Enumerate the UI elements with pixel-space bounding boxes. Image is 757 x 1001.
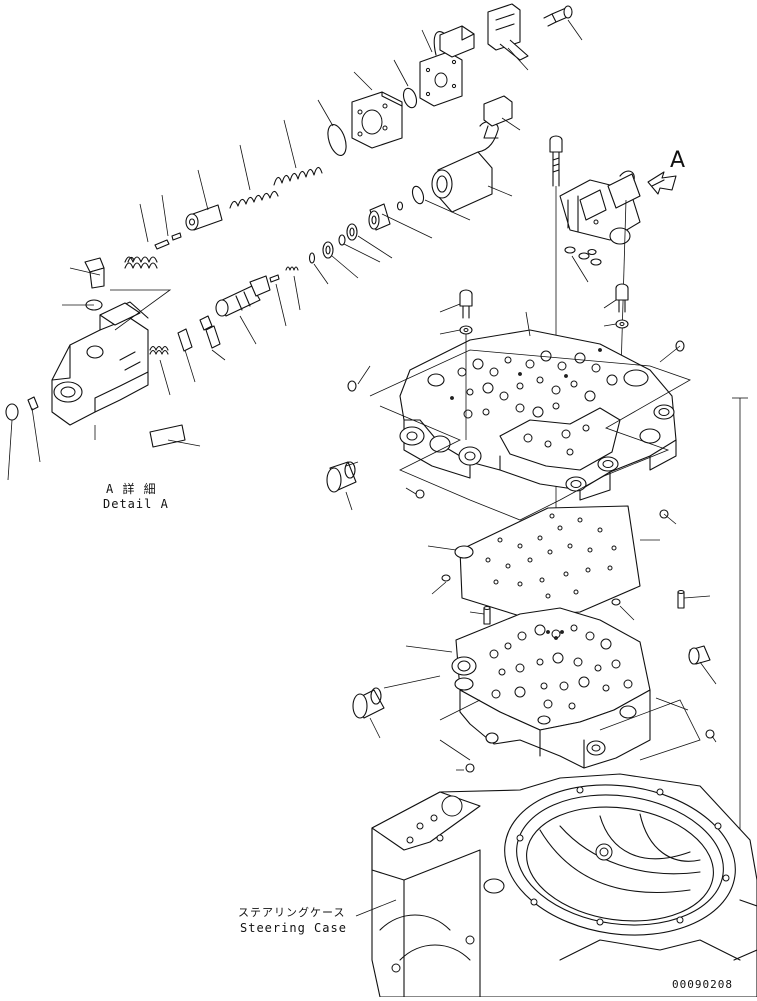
o-ring-small <box>402 87 418 109</box>
sleeve-spacer <box>346 223 358 241</box>
detail-a-end-plug <box>5 396 39 421</box>
lower-valve-body <box>439 607 701 769</box>
connector-top <box>433 25 475 58</box>
small-o-ring-2 <box>338 201 404 246</box>
detail-a-caption-jp: A 詳 細 <box>106 482 157 496</box>
dowel-pin-left <box>483 605 491 625</box>
lower-body-ports <box>489 624 633 710</box>
detail-a-small-spring <box>149 345 169 355</box>
steering-case-caption-en: Steering Case <box>240 921 347 935</box>
plate-pins <box>441 574 621 606</box>
detail-a-valve-body <box>51 301 149 426</box>
lower-body-small-plugs <box>465 729 715 773</box>
shim-ring <box>308 252 316 264</box>
coil-connector <box>483 95 513 139</box>
check-spring <box>285 266 299 271</box>
steering-case-caption-jp: ステアリングケース <box>238 906 346 919</box>
solenoid-exploded-row <box>127 3 583 263</box>
steering-case-bore <box>504 784 736 936</box>
second-spool <box>215 275 271 317</box>
solenoid-mount-plate <box>419 51 463 107</box>
separator-plate <box>454 505 641 617</box>
square-flange <box>351 91 403 149</box>
upper-body-bolt-left <box>459 289 473 335</box>
coil-o-ring <box>411 185 425 205</box>
detail-a-pins <box>177 315 221 352</box>
detail-a-plug-bolt <box>84 257 105 311</box>
main-spring <box>127 166 323 263</box>
upper-body-small-plugs <box>347 340 685 519</box>
assembled-valve-bolt <box>549 135 563 187</box>
valve-o-rings <box>564 246 602 266</box>
seat-ring <box>322 241 334 259</box>
callout-letter-a: A <box>670 148 686 173</box>
upper-body-bolt-right <box>615 283 629 329</box>
spool-plunger <box>185 204 223 231</box>
lower-body-side-plug <box>688 645 711 665</box>
steering-case <box>371 773 757 998</box>
check-pin <box>269 274 280 283</box>
dowel-pin-right <box>677 589 685 609</box>
upper-valve-body <box>369 329 691 521</box>
assembled-solenoid-valve <box>559 170 641 245</box>
mounting-screw <box>543 5 573 27</box>
lower-body-rubber-plug <box>352 687 385 719</box>
plunger-sleeve <box>368 203 391 231</box>
drawing-number: 00090208 <box>672 978 733 991</box>
detail-a-caption-en: Detail A <box>103 497 169 511</box>
o-ring-large <box>327 124 347 156</box>
detail-a-group <box>5 256 226 481</box>
separator-plate-holes <box>485 513 617 599</box>
upper-body-rubber-plug <box>326 461 357 493</box>
retainer-pin <box>154 232 182 250</box>
terminal-bracket <box>487 3 529 61</box>
detail-a-nameplate <box>149 424 186 448</box>
solenoid-second-row <box>215 95 521 345</box>
callout-arrow-a <box>647 171 677 195</box>
solenoid-coil <box>431 121 499 213</box>
